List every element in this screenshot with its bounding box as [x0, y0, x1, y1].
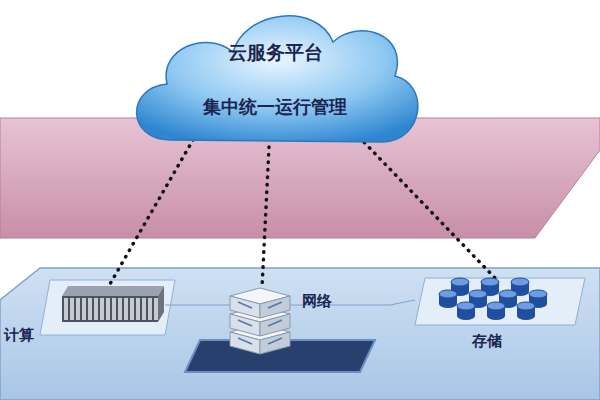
resource-plane	[0, 268, 600, 400]
platform-subtitle: 集中统一运行管理	[203, 95, 347, 119]
compute-node: 计算	[2, 282, 174, 354]
resource-label: 计算	[4, 326, 34, 345]
storage-node: 存储	[430, 276, 560, 358]
resource-label: 网络	[302, 292, 332, 311]
network-node: 网络	[222, 286, 337, 361]
storage-panel	[415, 278, 585, 325]
compute-panel	[40, 280, 175, 335]
dotted-connector	[110, 133, 197, 284]
dotted-connector	[359, 137, 495, 278]
cloud-icon	[125, 0, 425, 155]
cloud-platform: 云服务平台集中统一运行管理	[125, 0, 425, 155]
resource-label: 存储	[472, 332, 502, 351]
dotted-connector	[262, 147, 269, 288]
platform-title: 云服务平台	[228, 40, 323, 66]
